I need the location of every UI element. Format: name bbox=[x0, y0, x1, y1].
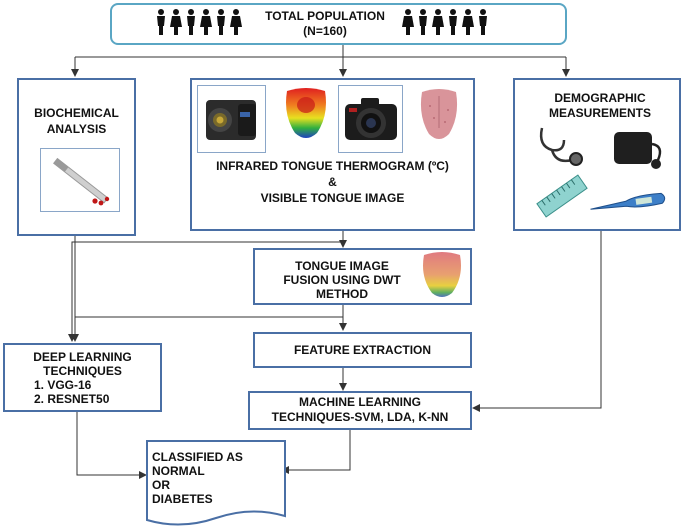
thermogram-line2: & bbox=[328, 175, 337, 189]
person-icon bbox=[449, 9, 457, 35]
dslr-camera-image bbox=[338, 85, 403, 153]
person-icon bbox=[170, 9, 182, 35]
classified-line1: CLASSIFIED AS bbox=[152, 450, 243, 464]
visible-tongue-image bbox=[418, 88, 460, 149]
demographic-line2: MEASUREMENTS bbox=[548, 106, 651, 120]
fused-tongue-image bbox=[420, 251, 464, 306]
classified-line4: DIABETES bbox=[152, 492, 213, 506]
person-icon bbox=[462, 9, 474, 35]
fusion-line2: FUSION USING DWT bbox=[283, 273, 401, 287]
stethoscope-image bbox=[534, 122, 589, 175]
test-strip-image bbox=[40, 148, 120, 212]
arrow-ml-to-classified bbox=[281, 430, 351, 474]
arrow-deep-to-classified bbox=[76, 412, 147, 479]
line-branch-to-deep bbox=[68, 241, 343, 342]
total-population-subtitle: (N=160) bbox=[303, 24, 347, 38]
thermal-camera-image bbox=[197, 85, 266, 153]
machine-learning-line1: MACHINE LEARNING bbox=[299, 395, 421, 409]
machine-learning-box bbox=[248, 391, 472, 430]
person-icon bbox=[187, 9, 195, 35]
total-population-title: TOTAL POPULATION bbox=[265, 9, 385, 23]
biochemical-line1: BIOCHEMICAL bbox=[34, 106, 119, 120]
classified-line2: NORMAL bbox=[152, 464, 205, 478]
person-icon bbox=[200, 9, 212, 35]
digital-thermometer-image bbox=[586, 188, 670, 223]
feature-label: FEATURE EXTRACTION bbox=[293, 343, 432, 357]
person-icon bbox=[479, 9, 487, 35]
deep-learning-line1: DEEP LEARNING bbox=[33, 350, 132, 364]
biochemical-line2: ANALYSIS bbox=[46, 122, 107, 136]
measuring-tape-image bbox=[533, 170, 591, 227]
demographic-line1: DEMOGRAPHIC bbox=[554, 91, 646, 105]
classified-line3: OR bbox=[152, 478, 170, 492]
thermal-tongue-image bbox=[283, 87, 329, 148]
total-population-box bbox=[110, 3, 567, 45]
person-icon bbox=[419, 9, 427, 35]
person-icon bbox=[157, 9, 165, 35]
thermogram-line1: INFRARED TONGUE THERMOGRAM (ºC) bbox=[216, 159, 449, 173]
feature-box bbox=[253, 332, 472, 368]
deep-learning-line2: TECHNIQUES bbox=[43, 364, 122, 378]
people-group-left bbox=[155, 8, 245, 41]
deep-learning-item1: 1. VGG-16 bbox=[34, 378, 92, 392]
person-icon bbox=[402, 9, 414, 35]
people-group-right bbox=[402, 8, 492, 41]
person-icon bbox=[230, 9, 242, 35]
deep-learning-item2: 2. RESNET50 bbox=[34, 392, 110, 406]
arrow-demographic-to-ml bbox=[472, 231, 602, 412]
fusion-line3: METHOD bbox=[316, 287, 368, 301]
machine-learning-line2: TECHNIQUES-SVM, LDA, K-NN bbox=[271, 410, 449, 424]
classified-document-shape bbox=[146, 440, 286, 526]
person-icon bbox=[432, 9, 444, 35]
fusion-line1: TONGUE IMAGE bbox=[295, 259, 389, 273]
thermogram-line3: VISIBLE TONGUE IMAGE bbox=[260, 191, 405, 205]
blood-pressure-cuff-image bbox=[608, 126, 664, 179]
deep-learning-box bbox=[3, 343, 162, 412]
person-icon bbox=[217, 9, 225, 35]
